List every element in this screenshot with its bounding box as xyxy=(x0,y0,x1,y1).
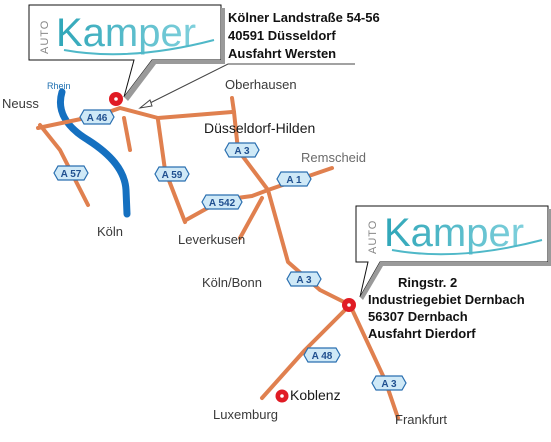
address-duesseldorf: Kölner Landstraße 54-56 40591 Düsseldorf… xyxy=(228,10,380,61)
address-line: Ausfahrt Wersten xyxy=(228,46,336,61)
callout-duesseldorf-shadow xyxy=(124,8,225,101)
logo-prefix: AUTO xyxy=(39,20,51,54)
road-neuss-koeln xyxy=(38,123,90,207)
rhine-river xyxy=(57,88,131,218)
logo-kamper-dernbach: AUTO Kamper xyxy=(367,211,543,256)
svg-text:A 3: A 3 xyxy=(381,379,397,390)
highway-sign-a48: A 48 xyxy=(303,347,341,363)
address-line: Industriegebiet Dernbach xyxy=(368,292,525,307)
address-line: Kölner Landstraße 54-56 xyxy=(228,10,380,25)
svg-text:A 3: A 3 xyxy=(234,146,250,157)
svg-text:A 46: A 46 xyxy=(87,113,108,124)
logo-swoosh xyxy=(391,239,543,256)
highway-sign-a3-north: A 3 xyxy=(224,142,260,158)
svg-text:A 57: A 57 xyxy=(61,169,82,180)
road-oberhausen xyxy=(230,96,236,114)
address-line: 56307 Dernbach xyxy=(368,309,468,324)
road-a46 xyxy=(36,106,234,130)
highway-sign-a3-south: A 3 xyxy=(371,375,407,391)
location-marker-dernbach[interactable] xyxy=(342,298,356,312)
logo-name: Kamper xyxy=(384,211,524,255)
city-label-oberhausen: Oberhausen xyxy=(225,77,297,92)
svg-text:A 3: A 3 xyxy=(296,275,312,286)
city-label-koblenz: Koblenz xyxy=(290,387,341,403)
logo-prefix: AUTO xyxy=(367,220,379,254)
highway-sign-a57: A 57 xyxy=(53,165,89,181)
highway-sign-a46: A 46 xyxy=(79,109,115,125)
city-label-luxemburg: Luxemburg xyxy=(213,407,278,422)
city-label-frankfurt: Frankfurt xyxy=(395,412,447,427)
location-marker-duesseldorf[interactable] xyxy=(109,92,123,106)
city-label-koelnbonn: Köln/Bonn xyxy=(202,275,262,290)
pointer-arrow-head xyxy=(138,99,153,109)
logo-name: Kamper xyxy=(56,11,196,55)
svg-text:A 48: A 48 xyxy=(312,351,333,362)
city-label-neuss: Neuss xyxy=(2,96,39,111)
river-label-rhein: Rhein xyxy=(47,81,71,91)
road-wersten-spur xyxy=(122,116,132,152)
pointer-arrow xyxy=(139,63,355,109)
logo-kamper-duesseldorf: AUTO Kamper xyxy=(39,11,215,56)
city-label-koeln: Köln xyxy=(97,224,123,239)
svg-text:A 1: A 1 xyxy=(286,175,302,186)
highway-sign-a3-mid: A 3 xyxy=(286,271,322,287)
city-label-remscheid: Remscheid xyxy=(301,150,366,165)
address-line: Ringstr. 2 xyxy=(398,275,457,290)
road-leverkusen-spur xyxy=(238,196,264,240)
address-dernbach: Ringstr. 2 Industriegebiet Dernbach 5630… xyxy=(368,275,525,341)
highway-sign-a59: A 59 xyxy=(154,166,190,182)
city-label-hilden: Düsseldorf-Hilden xyxy=(204,120,315,136)
road-a48 xyxy=(260,303,352,400)
logo-swoosh xyxy=(63,39,215,56)
city-label-leverkusen: Leverkusen xyxy=(178,232,245,247)
address-line: Ausfahrt Dierdorf xyxy=(368,326,476,341)
svg-text:A 59: A 59 xyxy=(162,170,183,181)
highway-sign-a1: A 1 xyxy=(276,171,312,187)
location-marker-koblenz xyxy=(275,389,289,403)
svg-text:A 542: A 542 xyxy=(209,198,236,209)
address-line: 40591 Düsseldorf xyxy=(228,28,336,43)
highway-sign-a542: A 542 xyxy=(201,194,243,210)
